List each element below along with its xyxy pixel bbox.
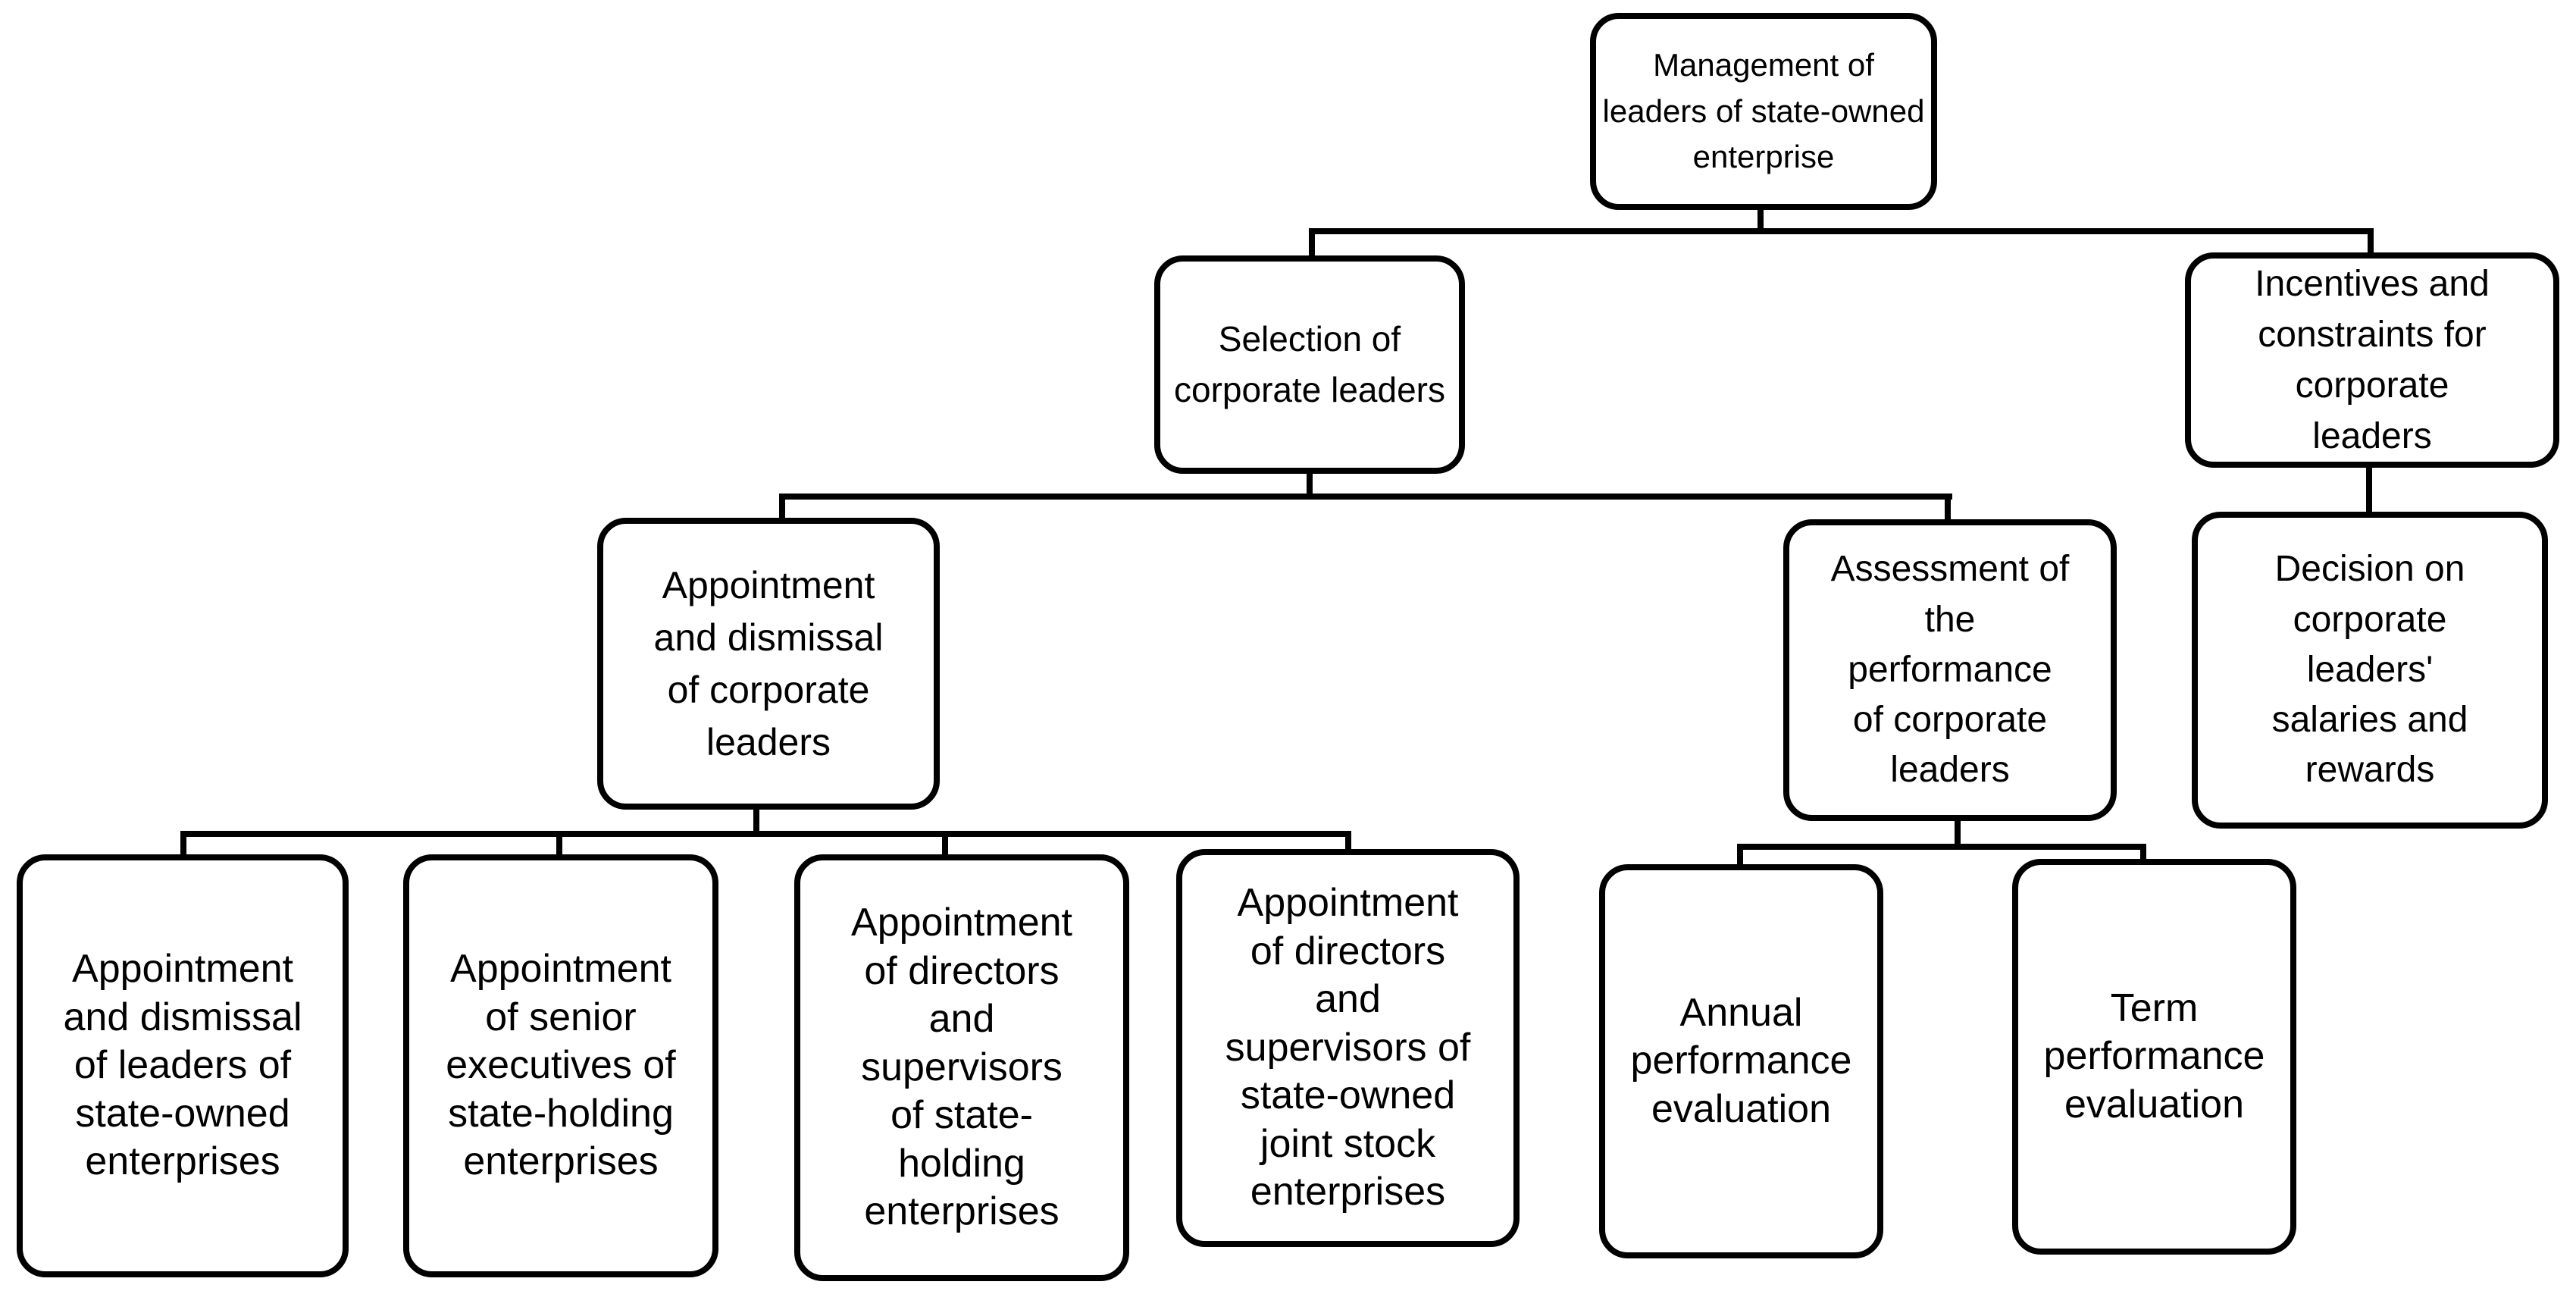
node-incentives: Incentives and constraints for corporate…	[2185, 252, 2559, 468]
connector-level4-horizontal	[180, 831, 1351, 837]
node-annual-evaluation: Annual performance evaluation	[1599, 864, 1883, 1258]
connector-drop-appointment-corporate	[779, 494, 785, 521]
node-selection: Selection of corporate leaders	[1154, 255, 1465, 474]
node-selection-label: Selection of corporate leaders	[1174, 319, 1445, 409]
connector-drop-annual-evaluation	[1737, 844, 1743, 867]
node-appointment-dismissal-corporate: Appointment and dismissal of corporate l…	[597, 518, 940, 810]
node-appointment-dismissal-soe-label: Appointment and dismissal of leaders of …	[63, 947, 302, 1184]
connector-selection-stub	[1307, 471, 1313, 500]
node-appointment-directors-joint-stock: Appointment of directors and supervisors…	[1176, 849, 1520, 1247]
node-appointment-directors-joint-stock-label: Appointment of directors and supervisors…	[1225, 881, 1471, 1214]
connector-appointment-corporate-stub	[753, 807, 759, 837]
node-appointment-dismissal-soe: Appointment and dismissal of leaders of …	[17, 854, 349, 1277]
connector-drop-dismissal-soe	[180, 831, 186, 857]
connector-drop-selection	[1309, 228, 1315, 259]
connector-drop-senior-executives	[556, 831, 562, 857]
connector-level3-horizontal	[779, 494, 1952, 500]
node-appointment-senior-executives-label: Appointment of senior executives of stat…	[446, 947, 676, 1184]
node-appointment-senior-executives: Appointment of senior executives of stat…	[403, 854, 718, 1277]
node-assessment-performance-label: Assessment of the performance of corpora…	[1830, 549, 2070, 791]
node-appointment-dismissal-corporate-label: Appointment and dismissal of corporate l…	[653, 563, 884, 763]
connector-level2-horizontal	[1309, 228, 2374, 234]
connector-drop-term-evaluation	[2140, 844, 2146, 862]
connector-root-stub	[1758, 208, 1764, 234]
node-assessment-performance: Assessment of the performance of corpora…	[1783, 519, 2117, 821]
connector-drop-directors-state-holding	[942, 831, 948, 857]
node-decision-salaries-label: Decision on corporate leaders' salaries …	[2271, 549, 2468, 791]
node-incentives-label: Incentives and constraints for corporate…	[2255, 263, 2490, 457]
connector-drop-assessment	[1945, 494, 1951, 522]
node-management: Management of leaders of state-owned ent…	[1590, 13, 1937, 210]
connector-drop-incentives	[2368, 228, 2374, 255]
connector-evaluation-horizontal	[1737, 844, 2146, 850]
node-appointment-directors-state-holding-label: Appointment of directors and supervisors…	[851, 901, 1072, 1234]
node-annual-evaluation-label: Annual performance evaluation	[1630, 990, 1852, 1131]
connector-drop-directors-joint-stock	[1345, 831, 1351, 852]
connector-incentives-decision	[2366, 465, 2372, 515]
connector-assessment-stub	[1955, 818, 1961, 850]
node-term-evaluation-label: Term performance evaluation	[2043, 985, 2265, 1126]
node-decision-salaries: Decision on corporate leaders' salaries …	[2192, 512, 2548, 829]
node-appointment-directors-state-holding: Appointment of directors and supervisors…	[794, 854, 1129, 1281]
node-term-evaluation: Term performance evaluation	[2012, 859, 2296, 1255]
node-management-label: Management of leaders of state-owned ent…	[1602, 46, 1925, 175]
